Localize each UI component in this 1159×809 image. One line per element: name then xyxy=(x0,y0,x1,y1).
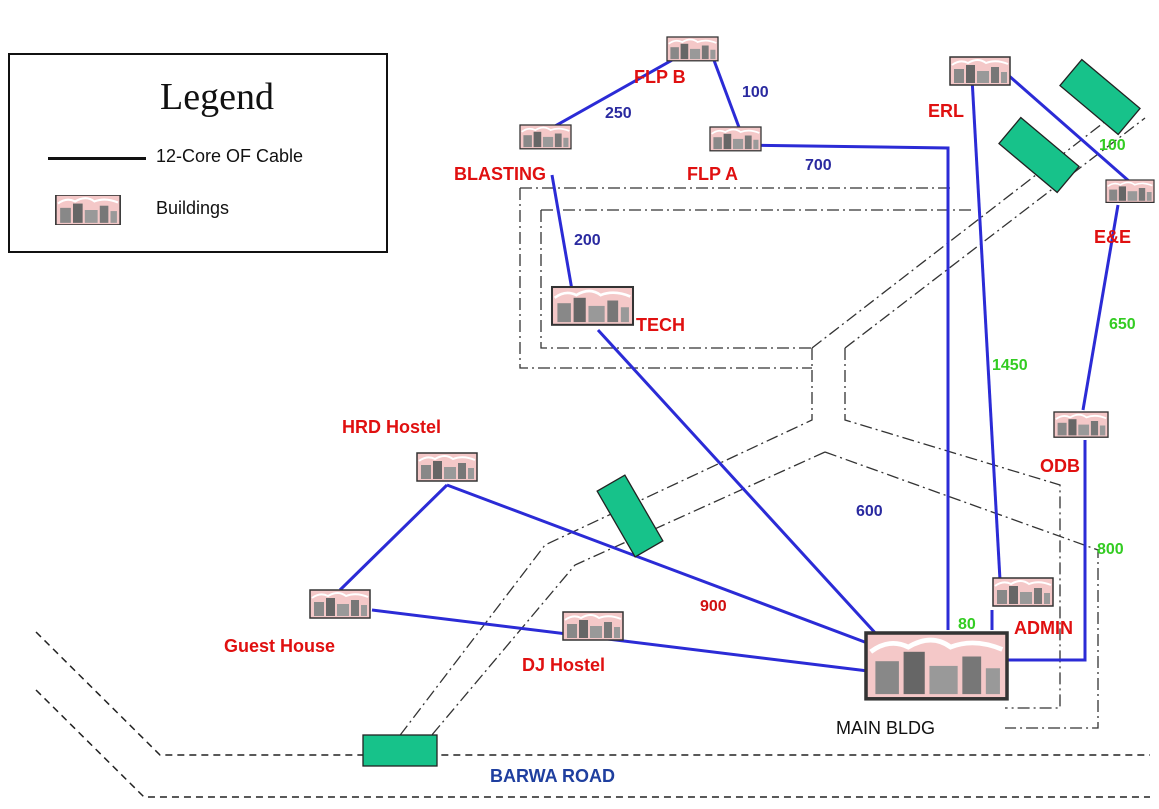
blasting-label: BLASTING xyxy=(454,164,546,184)
road-label: BARWA ROAD xyxy=(490,766,615,786)
legend-title: Legend xyxy=(160,76,274,118)
hrd-hostel-label: HRD Hostel xyxy=(342,417,441,437)
length-tech-main: 600 xyxy=(856,503,883,520)
erl-icon xyxy=(949,56,1011,86)
building-legend-label: Buildings xyxy=(156,198,230,218)
flp-a-label: FLP A xyxy=(687,164,738,184)
tech-icon xyxy=(550,285,635,327)
manhole-ne-2 xyxy=(998,116,1080,194)
manhole-center xyxy=(596,474,664,558)
length-admin-main: 80 xyxy=(958,616,976,633)
cables xyxy=(338,48,1131,673)
length-blasting-flpb: 250 xyxy=(605,105,632,122)
odb-label: ODB xyxy=(1040,456,1080,476)
flp-a-icon xyxy=(709,126,762,152)
campus-paths xyxy=(384,109,1146,756)
flp-b-icon xyxy=(666,36,719,62)
length-odb-main: 800 xyxy=(1097,541,1124,558)
ee-icon xyxy=(1105,179,1155,204)
road-lines xyxy=(35,631,1150,798)
length-ee-odb: 650 xyxy=(1109,316,1136,333)
length-erl-admin: 1450 xyxy=(992,357,1028,374)
ee-label: E&E xyxy=(1094,227,1131,247)
main-bldg-icon xyxy=(866,633,1007,699)
admin-label: ADMIN xyxy=(1014,618,1073,638)
guest-house-icon xyxy=(309,589,371,619)
length-tech-blasting: 200 xyxy=(574,232,601,249)
length-flpb-flpa: 100 xyxy=(742,84,769,101)
dj-hostel-label: DJ Hostel xyxy=(522,655,605,675)
tech-label: TECH xyxy=(636,315,685,335)
blasting-icon xyxy=(519,124,572,150)
flp-b-label: FLP B xyxy=(634,67,686,87)
building-labels: FLP B BLASTING FLP A ERL E&E TECH HRD Ho… xyxy=(224,67,1131,738)
length-flpa-main: 700 xyxy=(805,157,832,174)
manholes xyxy=(362,58,1141,767)
length-erl-ee: 100 xyxy=(1099,137,1126,154)
dj-hostel-icon xyxy=(562,611,624,641)
legend: Legend 12-Core OF Cable Buildings xyxy=(8,53,388,253)
building-icon xyxy=(54,195,122,225)
cable-line-swatch xyxy=(48,157,146,160)
erl-label: ERL xyxy=(928,101,964,121)
manhole-ne-1 xyxy=(1059,58,1141,136)
length-hrd-main: 900 xyxy=(700,598,727,615)
guest-house-label: Guest House xyxy=(224,636,335,656)
main-bldg-label: MAIN BLDG xyxy=(836,718,935,738)
hrd-hostel-icon xyxy=(416,452,478,482)
cable-legend-label: 12-Core OF Cable xyxy=(156,146,304,166)
cable-lengths: 250 100 700 200 100 650 1450 600 800 900… xyxy=(574,84,1136,633)
odb-icon xyxy=(1053,411,1109,439)
manhole-road xyxy=(362,734,438,767)
admin-icon xyxy=(992,577,1054,607)
